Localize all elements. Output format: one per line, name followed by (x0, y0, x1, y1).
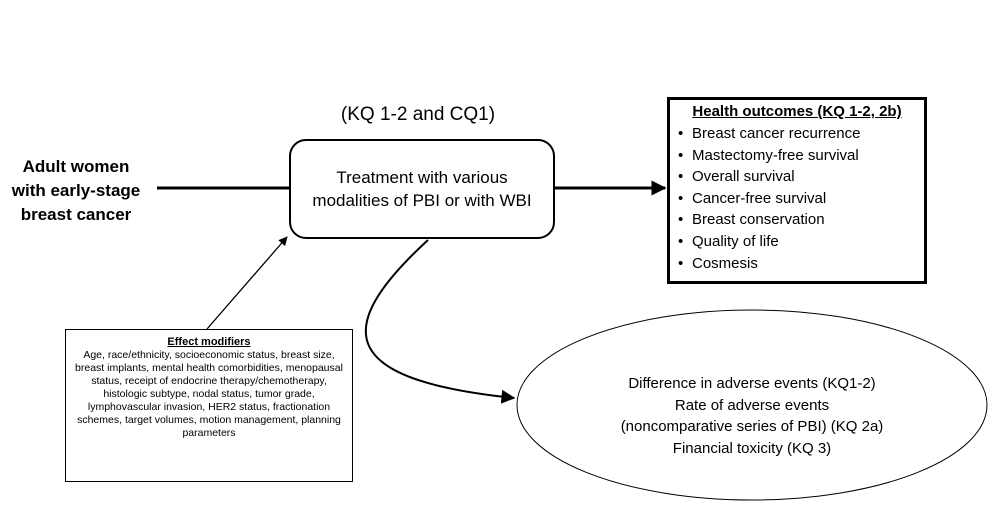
list-item: •Overall survival (678, 166, 916, 188)
list-item: •Quality of life (678, 231, 916, 253)
effect-modifiers-text: Age, race/ethnicity, socioeconomic statu… (75, 349, 343, 439)
bullet-icon: • (678, 146, 684, 164)
effect-modifiers-box: Effect modifiers Age, race/ethnicity, so… (65, 329, 353, 482)
population-label: Adult women with early-stage breast canc… (10, 155, 142, 227)
bullet-icon: • (678, 168, 684, 186)
bullet-icon: • (678, 232, 684, 250)
population-line-1: Adult women (22, 157, 130, 176)
list-item: •Cancer-free survival (678, 188, 916, 210)
treatment-to-adverse-events-arrow (364, 239, 516, 404)
adverse-events-line-2: Rate of adverse events (674, 396, 830, 414)
bullet-icon: • (678, 189, 684, 207)
health-outcomes-title: Health outcomes (KQ 1-2, 2b) (692, 103, 902, 120)
adverse-events-line-4: Financial toxicity (KQ 3) (672, 439, 832, 457)
effect-modifiers-title: Effect modifiers (167, 336, 251, 348)
bullet-icon: • (678, 254, 684, 272)
adverse-events-ellipse (516, 309, 988, 501)
population-line-3: breast cancer (20, 205, 132, 224)
list-item: •Mastectomy-free survival (678, 145, 916, 167)
health-outcomes-box: Health outcomes (KQ 1-2, 2b) •Breast can… (667, 97, 927, 284)
bullet-icon: • (678, 125, 684, 142)
treatment-kq-label: (KQ 1-2 and CQ1) (340, 104, 496, 125)
adverse-events-text: Difference in adverse events (KQ1-2) Rat… (572, 373, 932, 459)
treatment-line-1: Treatment with various (336, 168, 508, 187)
bullet-icon: • (678, 211, 684, 229)
health-outcomes-list: •Breast cancer recurrence •Mastectomy-fr… (678, 123, 916, 274)
list-item: •Breast conservation (678, 209, 916, 231)
adverse-events-line-3: (noncomparative series of PBI) (KQ 2a) (620, 418, 884, 435)
modifiers-to-treatment-arrow (206, 236, 288, 330)
adverse-events-line-1: Difference in adverse events (KQ1-2) (628, 375, 876, 392)
list-item: •Breast cancer recurrence (678, 123, 916, 145)
treatment-box: Treatment with various modalities of PBI… (289, 139, 555, 239)
list-item: •Cosmesis (678, 253, 916, 275)
population-line-2: with early-stage (11, 181, 141, 200)
treatment-line-2: modalities of PBI or with WBI (312, 191, 532, 210)
